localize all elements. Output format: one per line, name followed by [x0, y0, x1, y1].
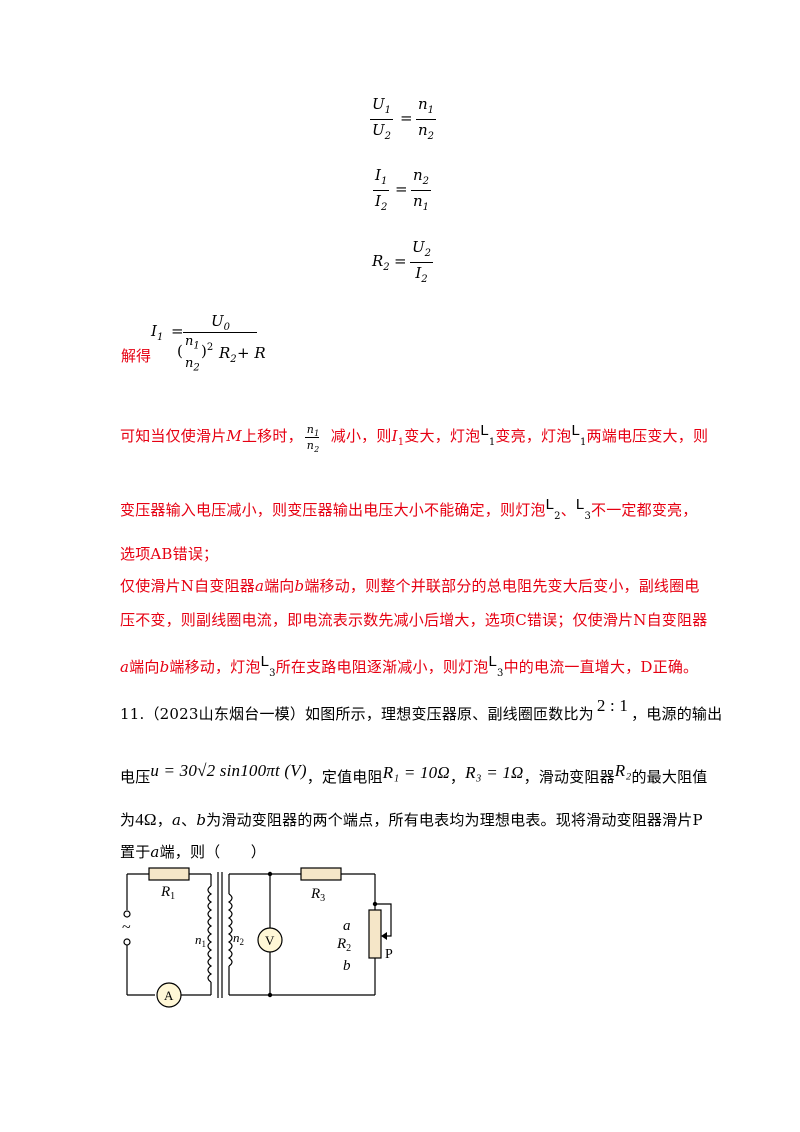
- formula-r2: R2 = U2 I2: [372, 238, 434, 285]
- slider-arrow-icon: [381, 932, 387, 940]
- source-terminal-bottom: [123, 938, 131, 946]
- formula-voltage-ratio: U1 U2 = n1 n2: [370, 95, 437, 142]
- label-r2: R2: [336, 936, 351, 954]
- formula-current-ratio: I1 I2 = n2 n1: [373, 166, 432, 213]
- label-voltmeter: V: [265, 933, 275, 948]
- resistor-r3: [300, 867, 342, 881]
- resistor-r1: [148, 867, 190, 881]
- question-line-4: 置于a端，则（ ）: [120, 843, 266, 861]
- label-n2: n2: [233, 930, 244, 947]
- label-n1: n1: [195, 932, 206, 949]
- primary-coil: [207, 885, 213, 983]
- label-r3: R3: [310, 886, 325, 904]
- label-source: ~: [122, 919, 131, 936]
- solution-line-6: a端向b端移动，灯泡L3所在支路电阻逐渐减小，则灯泡L3中的电流一直增大，D正确…: [120, 653, 699, 679]
- label-end-a: a: [343, 918, 351, 934]
- label-end-b: b: [343, 958, 351, 974]
- label-ammeter: A: [164, 988, 174, 1003]
- question-line-3: 为4Ω，a、b为滑动变阻器的两个端点，所有电表均为理想电表。现将滑动变阻器滑片P: [120, 810, 703, 829]
- label-r1: R1: [160, 884, 175, 902]
- question-line-2: 电压u = 30√2 sin100πt (V)，定值电阻R₁ = 10Ω，R₃ …: [120, 761, 708, 786]
- solution-line-4: 仅使滑片N自变阻器a端向b端移动，则整个并联部分的总电阻先变大后变小，副线圈电: [120, 577, 700, 595]
- rheostat-r2: [368, 909, 382, 959]
- solution-line-5: 压不变，则副线圈电流，即电流表示数先减小后增大，选项C错误；仅使滑片N自变阻器: [120, 611, 708, 629]
- source-terminal-top: [123, 910, 131, 918]
- circuit-diagram: R1 R3 R2 n1 n2 V A ~ a b P: [122, 867, 393, 1008]
- secondary-coil: [227, 893, 233, 967]
- formula-solve-i1: 解得 I1 = U0 ( n1 n2 )2 R2 + R: [121, 312, 266, 374]
- solution-line-3: 选项AB错误；: [120, 545, 219, 563]
- solution-line-2: 变压器输入电压减小，则变压器输出电压大小不能确定，则灯泡L2、L3不一定都变亮，: [120, 496, 698, 522]
- label-slider: P: [385, 947, 393, 962]
